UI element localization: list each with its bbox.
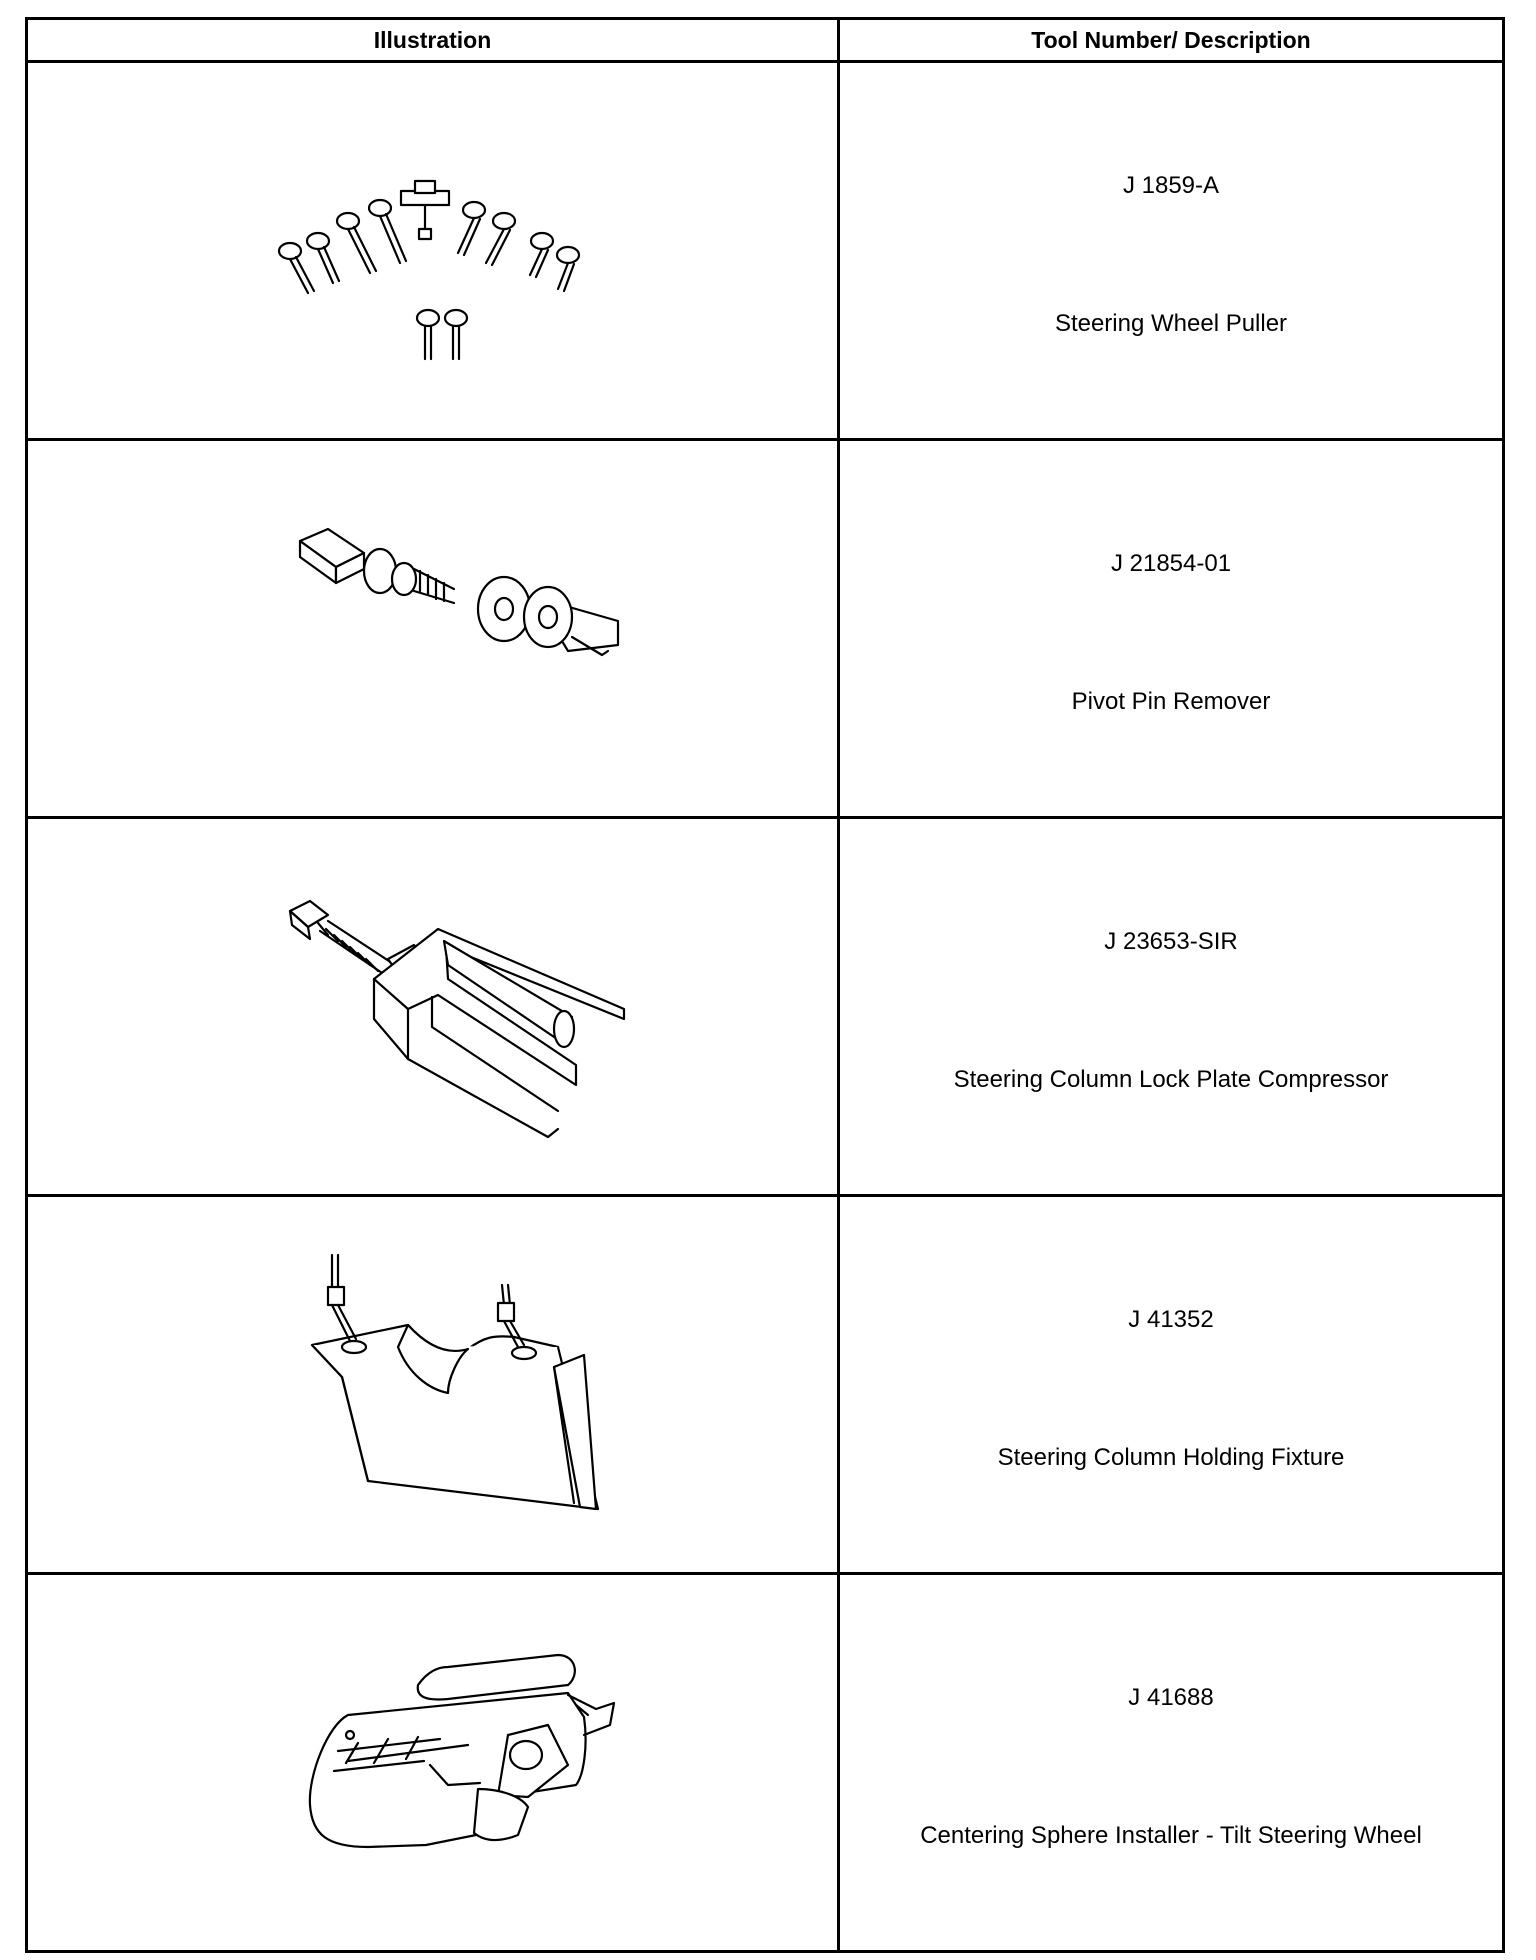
tool-description: Pivot Pin Remover xyxy=(1071,688,1271,715)
tool-number: J 41352 xyxy=(1128,1306,1214,1333)
tool-description: Centering Sphere Installer - Tilt Steeri… xyxy=(920,1822,1422,1849)
illustration-cell xyxy=(25,438,840,819)
tool-info-cell: J 23653-SIR Steering Column Lock Plate C… xyxy=(837,816,1505,1197)
table-row: J 41352 Steering Column Holding Fixture xyxy=(25,1194,1505,1575)
table-row: J 41688 Centering Sphere Installer - Til… xyxy=(25,1572,1505,1953)
steering-wheel-puller-icon xyxy=(277,179,581,361)
header-row: Illustration Tool Number/ Description xyxy=(25,17,1505,63)
centering-sphere-installer-icon xyxy=(308,1653,616,1849)
tool-description: Steering Column Holding Fixture xyxy=(997,1444,1345,1471)
tool-info-cell: J 1859-A Steering Wheel Puller xyxy=(837,60,1505,441)
illustration-cell xyxy=(25,60,840,441)
pivot-pin-remover-icon xyxy=(298,527,620,657)
illustration-cell xyxy=(25,1572,840,1953)
illustration-cell xyxy=(25,1194,840,1575)
tool-number: J 21854-01 xyxy=(1110,550,1232,577)
holding-fixture-icon xyxy=(310,1253,600,1511)
tool-description: Steering Wheel Puller xyxy=(1054,310,1288,337)
table-row: J 1859-A Steering Wheel Puller xyxy=(25,60,1505,441)
tool-table: Illustration Tool Number/ Description xyxy=(25,17,1505,1953)
tool-number: J 1859-A xyxy=(1122,172,1220,199)
table-row: J 21854-01 Pivot Pin Remover xyxy=(25,438,1505,819)
tool-number: J 41688 xyxy=(1128,1684,1214,1711)
illustration-cell xyxy=(25,816,840,1197)
tool-number: J 23653-SIR xyxy=(1104,928,1238,955)
tool-info-cell: J 21854-01 Pivot Pin Remover xyxy=(837,438,1505,819)
header-tool-number-description: Tool Number/ Description xyxy=(837,17,1505,63)
tool-description: Steering Column Lock Plate Compressor xyxy=(953,1066,1389,1093)
lock-plate-compressor-icon xyxy=(288,899,626,1139)
tool-info-cell: J 41352 Steering Column Holding Fixture xyxy=(837,1194,1505,1575)
table-row: J 23653-SIR Steering Column Lock Plate C… xyxy=(25,816,1505,1197)
header-illustration: Illustration xyxy=(25,17,840,63)
tool-info-cell: J 41688 Centering Sphere Installer - Til… xyxy=(837,1572,1505,1953)
